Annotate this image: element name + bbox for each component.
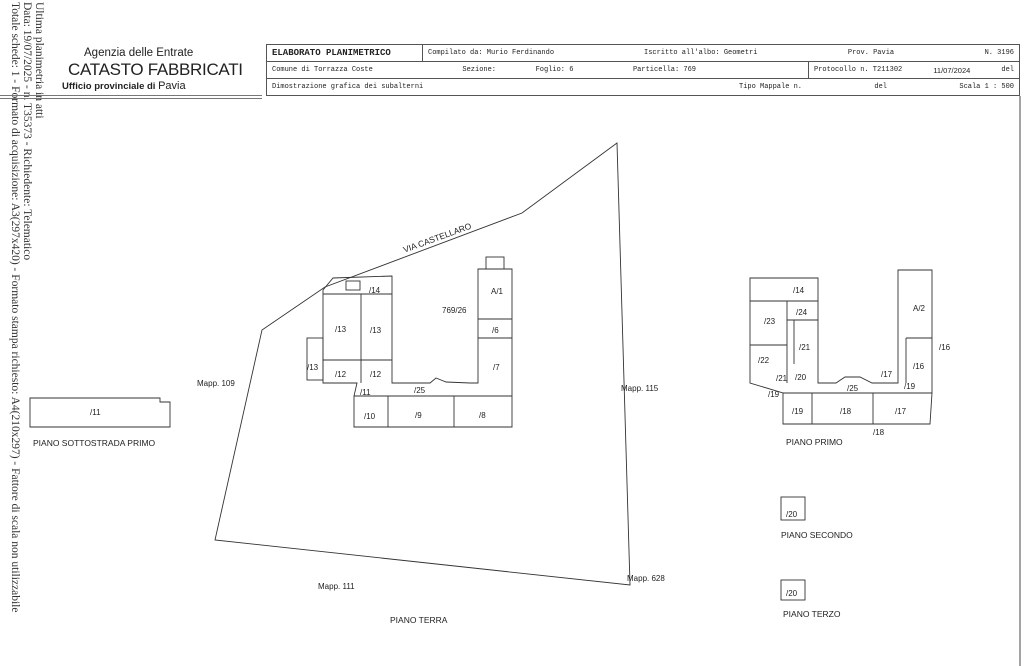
room-label: /9 — [415, 411, 422, 420]
numero: N. 3196 — [984, 49, 1014, 57]
protocollo-cell: Protocollo n. T211302 11/07/2024 del — [808, 61, 1020, 79]
room-label: /14 — [793, 286, 805, 295]
room-label: /11 — [90, 408, 101, 417]
room-label: /22 — [758, 356, 770, 365]
piano-terzo-building — [780, 579, 806, 601]
room-label: /23 — [764, 317, 776, 326]
piano-terra-room-labels: /14 /13 /13 /13 /12 /12 /11 /25 /10 /9 /… — [307, 286, 504, 421]
room-label: A/1 — [491, 287, 504, 296]
room-label: /13 — [307, 363, 319, 372]
room-label: /13 — [335, 325, 347, 334]
mapp-109: Mapp. 109 — [197, 379, 235, 388]
piano-terzo-label: PIANO TERZO — [783, 609, 841, 619]
tipo-mappale: Tipo Mappale n. — [739, 83, 803, 91]
piano-sottostrada-label: PIANO SOTTOSTRADA PRIMO — [33, 438, 156, 448]
room-label: /11 — [360, 388, 371, 397]
prov: Prov. Pavia — [847, 49, 895, 57]
room-label: /6 — [492, 326, 499, 335]
particella: Particella: 769 — [632, 66, 696, 74]
agency-name: Agenzia delle Entrate — [84, 47, 194, 59]
room-label: /19 — [768, 390, 780, 399]
office-name: Ufficio provinciale di Pavia — [62, 80, 186, 92]
site-boundary — [214, 142, 631, 586]
divider — [0, 98, 262, 99]
office-province: Pavia — [158, 80, 186, 92]
header-table: ELABORATO PLANIMETRICO Compilato da: Mur… — [266, 44, 1020, 96]
room-label: /20 — [786, 510, 798, 519]
office-label: Ufficio provinciale di — [62, 81, 156, 92]
comune: Comune di Torrazza Coste — [272, 66, 373, 74]
room-label: /17 — [895, 407, 907, 416]
protocollo: Protocollo n. T211302 — [814, 66, 903, 74]
room-label: /8 — [479, 411, 486, 420]
piano-secondo-label: PIANO SECONDO — [781, 530, 853, 540]
room-label: /20 — [795, 373, 807, 382]
dimostrazione: Dimostrazione grafica dei subalterni — [272, 83, 424, 91]
room-label: /25 — [847, 384, 859, 393]
courtyard-label: 769/26 — [442, 306, 467, 315]
room-label: /13 — [370, 326, 382, 335]
room-label: /21 — [799, 343, 811, 352]
piano-secondo-building — [780, 496, 806, 521]
room-label: /14 — [369, 286, 381, 295]
room-label: /12 — [335, 370, 347, 379]
room-label: /16 — [913, 362, 925, 371]
divider — [0, 95, 262, 96]
room-label: /17 — [881, 370, 893, 379]
room-label: /19 — [904, 382, 916, 391]
room-label: A/2 — [913, 304, 926, 313]
piano-primo-building — [749, 269, 933, 425]
room-label: /25 — [414, 386, 426, 395]
room-label: /24 — [796, 308, 808, 317]
room-label: /18 — [873, 428, 885, 437]
room-label: /12 — [370, 370, 382, 379]
mapp-628: Mapp. 628 — [627, 574, 665, 583]
dimostrazione-cell: Dimostrazione grafica dei subalterni Tip… — [266, 78, 1020, 96]
room-label: /16 — [939, 343, 951, 352]
piano-terra-building — [306, 256, 513, 428]
piano-terra-label: PIANO TERRA — [390, 615, 448, 625]
room-label: /7 — [493, 363, 500, 372]
piano-sottostrada-building — [29, 397, 171, 428]
street-label: VIA CASTELLARO — [402, 221, 473, 255]
sezione: Sezione: — [462, 66, 497, 74]
room-label: /18 — [840, 407, 852, 416]
mapp-111: Mapp. 111 — [318, 582, 355, 591]
room-label: /20 — [786, 589, 798, 598]
compilato: Compilato da: Murio Ferdinando — [428, 49, 555, 57]
mapp-115: Mapp. 115 — [621, 384, 659, 393]
protocollo-date: 11/07/2024 — [933, 65, 971, 75]
catasto-title: CATASTO FABBRICATI — [68, 60, 243, 79]
room-label: /21 — [776, 374, 788, 383]
del-label-2: del — [874, 83, 887, 91]
piano-primo-room-labels: /14 /24 /23 /21 /22 /20 /21 /19 /19 /25 … — [758, 286, 951, 437]
scala: Scala 1 : 500 — [959, 83, 1014, 91]
foglio: Foglio: 6 — [535, 66, 574, 74]
room-label: /19 — [792, 407, 804, 416]
room-label: /10 — [364, 412, 376, 421]
del-label: del — [1001, 66, 1014, 74]
iscritto: Iscritto all'albo: Geometri — [644, 49, 758, 57]
piano-primo-label: PIANO PRIMO — [786, 437, 843, 447]
